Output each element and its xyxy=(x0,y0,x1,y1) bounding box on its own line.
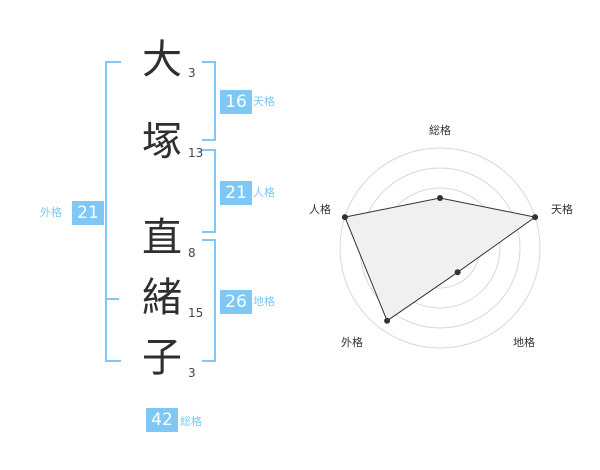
stroke-count-3: 8 xyxy=(188,246,196,260)
stroke-count-2: 13 xyxy=(188,146,204,160)
radar-area xyxy=(344,197,537,322)
tenkaku-label: 天格 xyxy=(253,95,275,108)
chikaku-label: 地格 xyxy=(253,295,275,308)
radar-point-2 xyxy=(532,214,539,221)
gaikaku-label: 外格 xyxy=(40,206,62,219)
tenkaku-value: 16 xyxy=(220,90,252,114)
axis-label-tenkaku: 天格 xyxy=(551,202,573,216)
soukaku-label: 総格 xyxy=(180,415,202,428)
stroke-count-1: 3 xyxy=(188,66,196,80)
name-char-2: 塚 xyxy=(142,119,182,165)
jinkaku-bracket xyxy=(202,149,216,233)
jinkaku-value: 21 xyxy=(220,181,252,205)
radar-ring-1 xyxy=(339,147,541,349)
radar-point-3 xyxy=(454,269,461,276)
soukaku-value: 42 xyxy=(146,408,178,432)
chikaku-value: 26 xyxy=(220,290,252,314)
axis-label-gaikaku: 外格 xyxy=(341,335,363,349)
axis-label-chikaku: 地格 xyxy=(513,335,535,349)
radar-point-5 xyxy=(341,214,348,221)
tenkaku-bracket xyxy=(202,61,216,141)
stroke-count-4: 15 xyxy=(188,306,204,320)
name-char-3: 直 xyxy=(142,215,182,261)
stroke-count-5: 3 xyxy=(188,366,196,380)
jinkaku-label: 人格 xyxy=(253,186,275,199)
name-char-4: 緒 xyxy=(142,275,182,321)
gaikaku-bracket xyxy=(105,61,121,362)
gaikaku-value: 21 xyxy=(72,201,104,225)
chikaku-bracket xyxy=(202,239,216,362)
radar-point-1 xyxy=(437,195,443,201)
radar-chart: 総格 天格 地格 外格 人格 xyxy=(309,123,573,349)
radar-point-4 xyxy=(384,317,391,324)
gaikaku-bracket-mid-tick xyxy=(105,298,119,300)
name-char-1: 大 xyxy=(142,37,182,83)
axis-label-jinkaku: 人格 xyxy=(309,202,331,216)
name-char-5: 子 xyxy=(142,335,182,381)
axis-label-soukaku: 総格 xyxy=(429,123,451,137)
